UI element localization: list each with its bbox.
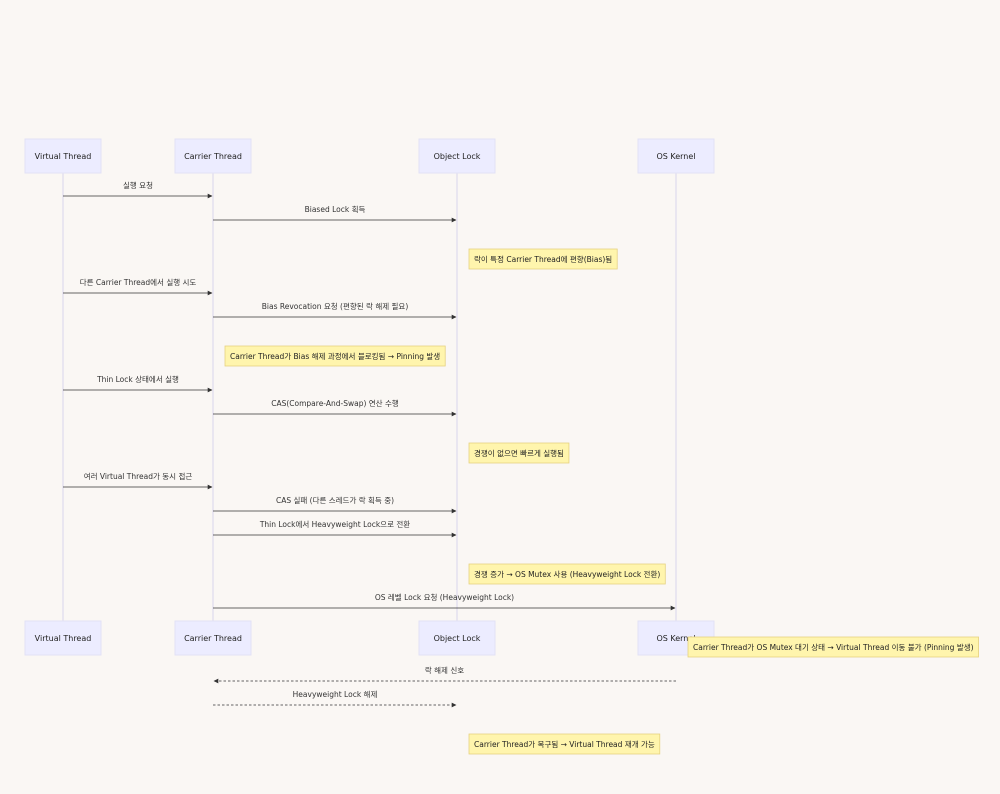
participant-label: Carrier Thread [184, 634, 242, 643]
note-text: 경쟁이 없으면 빠르게 실행됨 [474, 448, 564, 458]
message-arrow: CAS 실패 (다른 스레드가 락 획득 중) [213, 495, 457, 514]
participant-box [24, 138, 102, 174]
note-box [468, 248, 618, 270]
note: Carrier Thread가 Bias 해제 과정에서 블로킹됨 → Pinn… [224, 345, 446, 367]
message-label: CAS 실패 (다른 스레드가 락 획득 중) [276, 495, 394, 505]
message-label: Bias Revocation 요청 (편향된 락 해제 필요) [262, 301, 409, 311]
message-arrow: 여러 Virtual Thread가 동시 접근 [63, 471, 213, 490]
note: 락이 특정 Carrier Thread에 편향(Bias)됨 [468, 248, 618, 270]
message-arrow: Biased Lock 획득 [213, 204, 457, 223]
note-text: 경쟁 증가 → OS Mutex 사용 (Heavyweight Lock 전환… [474, 569, 660, 579]
participant-box [174, 138, 252, 174]
message-arrow: Thin Lock에서 Heavyweight Lock으로 전환 [213, 519, 457, 538]
message-label: 여러 Virtual Thread가 동시 접근 [84, 471, 193, 481]
participant-box [24, 620, 102, 656]
note-box [468, 563, 666, 585]
note-box [468, 442, 570, 464]
message-arrow: Thin Lock 상태에서 실행 [63, 374, 213, 393]
participant-vt-top: Virtual Thread [24, 138, 102, 174]
note-box [224, 345, 446, 367]
participant-os-top: OS Kernel [637, 138, 715, 174]
message-label: 실행 요청 [123, 180, 153, 190]
message-arrow: 다른 Carrier Thread에서 실행 시도 [63, 277, 213, 296]
note-box [468, 733, 661, 755]
note-text: Carrier Thread가 Bias 해제 과정에서 블로킹됨 → Pinn… [230, 351, 440, 361]
note: Carrier Thread가 복구됨 → Virtual Thread 재개 … [468, 733, 661, 755]
participant-ct-top: Carrier Thread [174, 138, 252, 174]
participant-box [637, 138, 715, 174]
participant-ct-bottom: Carrier Thread [174, 620, 252, 656]
note: 경쟁이 없으면 빠르게 실행됨 [468, 442, 570, 464]
message-label: 락 해제 신호 [425, 665, 464, 675]
participant-label: Virtual Thread [35, 152, 92, 161]
participant-box [174, 620, 252, 656]
message-label: Heavyweight Lock 해제 [293, 689, 378, 699]
message-label: CAS(Compare-And-Swap) 연산 수행 [271, 398, 399, 408]
note-box [687, 636, 979, 658]
participant-label: Object Lock [434, 152, 481, 161]
message-arrow: 실행 요청 [63, 180, 213, 199]
participant-vt-bottom: Virtual Thread [24, 620, 102, 656]
message-label: OS 레벨 Lock 요청 (Heavyweight Lock) [375, 593, 514, 602]
message-arrow: Heavyweight Lock 해제 [213, 689, 457, 708]
message-arrow: CAS(Compare-And-Swap) 연산 수행 [213, 398, 457, 417]
message-arrow: OS 레벨 Lock 요청 (Heavyweight Lock) [213, 593, 676, 611]
message-arrow: 락 해제 신호 [213, 665, 676, 684]
message-arrow: Bias Revocation 요청 (편향된 락 해제 필요) [213, 301, 457, 320]
note-text: Carrier Thread가 복구됨 → Virtual Thread 재개 … [474, 739, 655, 749]
participant-label: Virtual Thread [35, 634, 92, 643]
message-label: 다른 Carrier Thread에서 실행 시도 [80, 277, 197, 287]
note: 경쟁 증가 → OS Mutex 사용 (Heavyweight Lock 전환… [468, 563, 666, 585]
note: Carrier Thread가 OS Mutex 대기 상태 → Virtual… [687, 636, 979, 658]
participant-ol-top: Object Lock [418, 138, 496, 174]
participant-label: Carrier Thread [184, 152, 242, 161]
participant-box [418, 138, 496, 174]
participant-label: OS Kernel [656, 634, 695, 643]
participant-label: Object Lock [434, 634, 481, 643]
participant-label: OS Kernel [656, 152, 695, 161]
note-text: Carrier Thread가 OS Mutex 대기 상태 → Virtual… [693, 642, 974, 652]
message-label: Biased Lock 획득 [305, 204, 366, 214]
message-label: Thin Lock 상태에서 실행 [96, 374, 179, 384]
participant-ol-bottom: Object Lock [418, 620, 496, 656]
note-text: 락이 특정 Carrier Thread에 편향(Bias)됨 [474, 254, 612, 264]
participant-box [418, 620, 496, 656]
message-label: Thin Lock에서 Heavyweight Lock으로 전환 [259, 519, 410, 529]
